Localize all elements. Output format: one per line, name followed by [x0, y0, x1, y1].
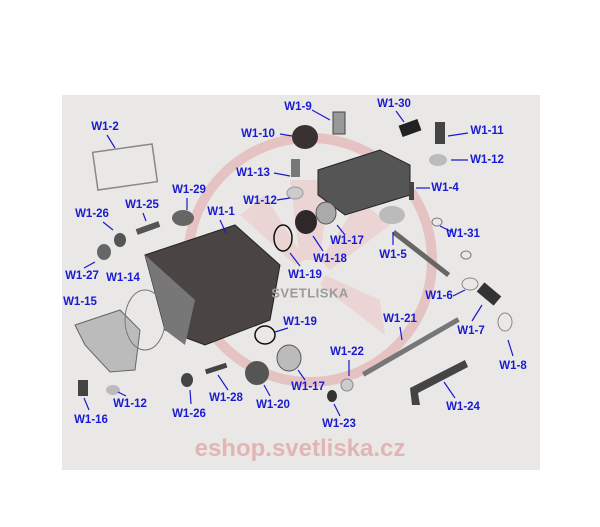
- o-ring-w1-19: [254, 325, 276, 345]
- bolt-w1-25: [135, 221, 161, 235]
- callout-w1-27: W1-27: [65, 270, 99, 282]
- plug-w1-17: [276, 344, 302, 372]
- washer-w1-27: [97, 244, 111, 260]
- watermark-brand: SVETLISKA: [271, 285, 349, 301]
- shaft-w1-5: [391, 230, 451, 278]
- callout-w1-10: W1-10: [241, 128, 275, 140]
- plug-w1-18: [295, 210, 317, 234]
- callout-w1-26: W1-26: [172, 408, 206, 420]
- washer-w1-26: [114, 233, 126, 247]
- washer-w1-12c: [106, 385, 120, 395]
- ring-w1-31: [431, 217, 443, 227]
- input-cover-w1-15: [74, 309, 141, 373]
- gasket-w1-14: [124, 289, 166, 351]
- callout-w1-23: W1-23: [322, 418, 356, 430]
- diagram-background: [62, 95, 540, 470]
- callout-w1-7: W1-7: [457, 325, 485, 337]
- fork-w1-5: [379, 206, 405, 224]
- washer-w1-12: [429, 154, 447, 166]
- watermark-url: eshop.svetliska.cz: [194, 435, 406, 462]
- plug-w1-20: [245, 361, 269, 385]
- callout-w1-19: W1-19: [288, 269, 322, 281]
- bolt-w1-28: [204, 362, 228, 375]
- callout-w1-18: W1-18: [313, 253, 347, 265]
- callout-w1-16: W1-16: [74, 414, 108, 426]
- seal-w1-29: [172, 210, 194, 226]
- callout-w1-28: W1-28: [209, 392, 243, 404]
- callout-w1-13: W1-13: [236, 167, 270, 179]
- boot-w1-7: [476, 282, 502, 306]
- callout-w1-4: W1-4: [431, 182, 459, 194]
- part-w1-11: [435, 122, 445, 144]
- callout-w1-24: W1-24: [446, 401, 480, 413]
- callout-w1-6: W1-6: [425, 290, 453, 302]
- bracket-w1-24: [410, 360, 468, 405]
- callout-w1-19: W1-19: [283, 316, 317, 328]
- callout-w1-9: W1-9: [284, 101, 312, 113]
- callout-w1-8: W1-8: [499, 360, 527, 372]
- callout-w1-29: W1-29: [172, 184, 206, 196]
- callout-w1-5: W1-5: [379, 249, 407, 261]
- washer-w1-26b: [181, 373, 193, 387]
- callout-w1-25: W1-25: [125, 199, 159, 211]
- callout-w1-21: W1-21: [383, 313, 417, 325]
- callout-w1-1: W1-1: [207, 206, 235, 218]
- callout-w1-17: W1-17: [330, 235, 364, 247]
- ring-w1-6: [461, 277, 479, 291]
- callout-w1-26: W1-26: [75, 208, 109, 220]
- bolt-w1-16: [78, 380, 88, 396]
- ring-w1-8: [497, 312, 513, 332]
- callout-w1-11: W1-11: [470, 125, 504, 137]
- part-w1-9: [332, 111, 346, 135]
- callout-w1-22: W1-22: [330, 346, 364, 358]
- o-ring: [273, 224, 293, 252]
- part-w1-10: [292, 125, 318, 149]
- part-w1-17: [315, 201, 337, 225]
- washer-w1-22: [340, 378, 354, 392]
- callout-w1-2: W1-2: [91, 121, 119, 133]
- callout-w1-12: W1-12: [113, 398, 147, 410]
- callout-w1-12: W1-12: [243, 195, 277, 207]
- ring-w1-31b: [460, 250, 472, 260]
- callout-w1-12: W1-12: [470, 154, 504, 166]
- callout-w1-17: W1-17: [291, 381, 325, 393]
- callout-w1-31: W1-31: [446, 228, 480, 240]
- callout-w1-14: W1-14: [106, 272, 140, 284]
- callout-w1-30: W1-30: [377, 98, 411, 110]
- callout-w1-15: W1-15: [63, 296, 97, 308]
- gasket-cover: [91, 143, 159, 191]
- callout-w1-20: W1-20: [256, 399, 290, 411]
- leader-lines: [83, 109, 514, 417]
- part-w1-13: [291, 159, 300, 177]
- part-w1-30: [398, 118, 422, 138]
- gearbox-bellhousing: [145, 255, 195, 345]
- pin-w1-4: [409, 182, 414, 200]
- washer: [286, 186, 304, 200]
- bolt-w1-21: [362, 317, 460, 377]
- nut-w1-23: [327, 390, 337, 402]
